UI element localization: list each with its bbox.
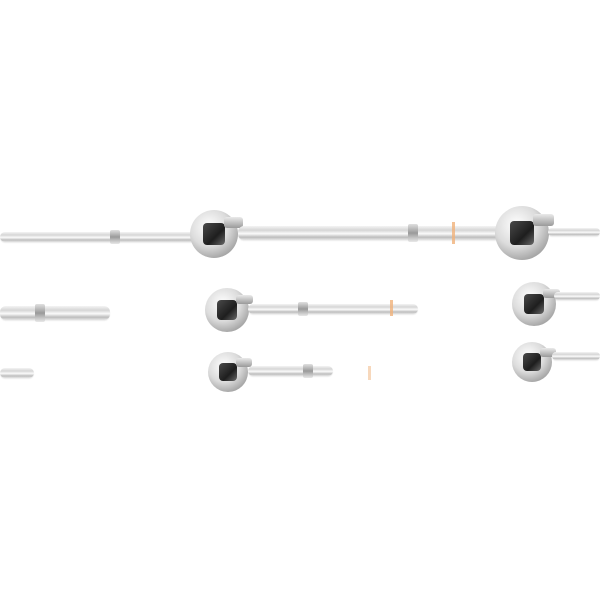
handle-grip-band <box>298 302 308 316</box>
handle-grip-band <box>110 230 120 244</box>
direction-lever <box>542 288 561 299</box>
ratchet-handle-bottom <box>248 364 333 378</box>
ratchet-handle-top-right-stub <box>548 228 600 236</box>
ratchet-head-bottom-right <box>512 342 556 382</box>
handle-grip-band <box>35 304 45 322</box>
ratchet-head-top-right <box>495 206 555 260</box>
ratchet-handle-bottom-right <box>552 352 600 360</box>
color-band <box>390 300 393 316</box>
ratchet-socket <box>217 300 237 320</box>
ratchet-handle-top-long <box>238 224 503 242</box>
color-band <box>452 222 455 244</box>
direction-lever <box>236 358 252 367</box>
ratchet-handle-middle-right <box>554 292 600 300</box>
ratchet-handle-top-left <box>0 230 200 244</box>
handle-grip-band <box>408 224 418 242</box>
ratchet-socket <box>219 363 237 381</box>
ratchet-head-bottom <box>208 352 252 392</box>
handle-grip-band <box>303 364 313 378</box>
direction-lever <box>223 217 243 228</box>
direction-lever <box>532 214 555 226</box>
color-band <box>368 366 371 380</box>
ratchet-socket <box>203 223 225 245</box>
ratchet-head-top-left <box>190 210 243 258</box>
ratchet-head-middle-right <box>512 282 561 326</box>
ratchet-socket <box>510 221 534 245</box>
ratchet-handle-middle-left <box>0 304 110 322</box>
ratchet-head-middle <box>205 288 254 332</box>
ratchet-handle-bottom-left <box>0 368 34 378</box>
direction-lever <box>540 348 556 357</box>
ratchet-handle-middle <box>248 302 418 316</box>
direction-lever <box>235 294 254 305</box>
ratchet-socket <box>523 353 541 371</box>
ratchet-socket <box>524 294 544 314</box>
